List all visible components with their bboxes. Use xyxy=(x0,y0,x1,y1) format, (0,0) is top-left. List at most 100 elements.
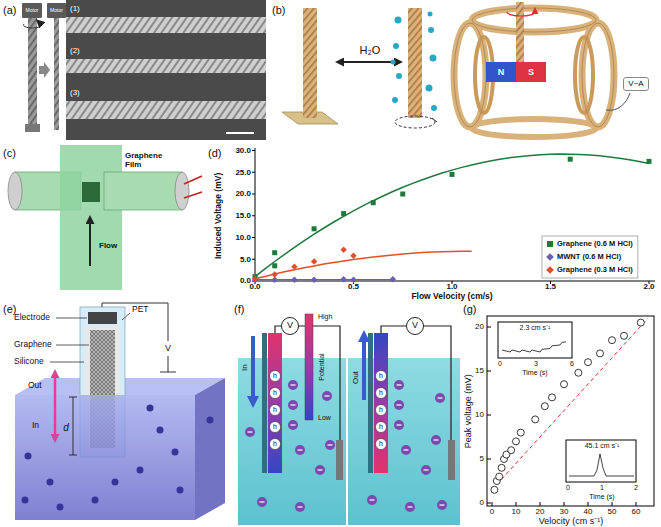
chart-data xyxy=(532,416,539,423)
circuit-wire xyxy=(381,326,407,333)
legend-swatch xyxy=(547,241,553,247)
chart-data xyxy=(502,342,566,352)
chart-data xyxy=(487,318,648,506)
ions xyxy=(25,453,32,460)
anion-symbol xyxy=(318,469,323,470)
chart-data xyxy=(340,276,346,282)
water-droplets xyxy=(392,97,398,103)
tick-label: 20 xyxy=(475,322,484,331)
hole-symbol: h xyxy=(273,372,277,380)
circuit-wire xyxy=(275,326,451,440)
chart-data xyxy=(585,359,592,366)
sem-micrograph xyxy=(226,132,254,134)
tick-label: 0.5 xyxy=(348,282,359,291)
anion-symbol xyxy=(424,469,429,470)
part-label: In xyxy=(239,365,248,372)
hole-circle xyxy=(376,422,387,433)
ions xyxy=(177,487,184,494)
chart-data xyxy=(612,502,613,506)
tick-label: 3 xyxy=(534,360,538,368)
circuit-wire xyxy=(160,356,176,372)
graphene-strip xyxy=(262,333,388,473)
tick-label: 15 xyxy=(475,366,484,375)
chart-data xyxy=(272,271,278,277)
meter-label: V xyxy=(412,321,418,331)
colorbar-label: High xyxy=(318,313,332,321)
axis-title: Induced Voltage (mV) xyxy=(214,173,224,259)
tick-label: 5 xyxy=(480,454,484,463)
legend-text: MWNT (0.6 M HCl) xyxy=(557,253,621,262)
circuit-wire xyxy=(102,303,168,341)
anion-symbol xyxy=(397,404,402,405)
dimension-line xyxy=(73,397,74,455)
chart-data xyxy=(561,381,568,388)
part-label: Flow xyxy=(99,241,117,250)
anion-symbol xyxy=(288,400,298,410)
generator-drawing xyxy=(516,2,524,62)
anion-symbol xyxy=(435,393,445,403)
flow-channel xyxy=(60,145,122,290)
axis-title: Flow Velocity (cm/s) xyxy=(411,292,492,302)
water-droplets xyxy=(431,105,437,111)
chart-data xyxy=(498,464,505,471)
anion-symbol xyxy=(288,380,298,390)
water-tank xyxy=(15,307,225,520)
part-label: Motor xyxy=(26,8,39,14)
motor-fiber-drawing xyxy=(28,18,37,126)
electrode-plate xyxy=(336,440,343,480)
anion-symbol xyxy=(394,420,404,430)
fiber-on-base xyxy=(408,8,422,118)
fiber-on-base xyxy=(303,8,317,118)
ions xyxy=(157,427,164,434)
chart-data xyxy=(350,276,356,282)
water-tank xyxy=(88,312,117,324)
tick-label: 25.0 xyxy=(235,168,251,177)
tick-label: 10.0 xyxy=(235,233,251,242)
anion-symbol xyxy=(295,445,305,455)
axis-title: Velocity (cm s⁻¹) xyxy=(539,516,604,526)
hole-symbol: h xyxy=(273,406,277,414)
water-droplets xyxy=(430,55,437,62)
tick-label: 60 xyxy=(632,507,641,516)
tick-label: 0.0 xyxy=(249,282,260,291)
hole-circle xyxy=(270,405,281,416)
water-tank xyxy=(195,378,225,520)
water-droplets xyxy=(426,85,433,92)
panel-letter: (b) xyxy=(272,4,285,17)
tick-label: 15.0 xyxy=(235,211,251,220)
hole-circle xyxy=(270,422,281,433)
chart-data xyxy=(291,263,297,269)
water-tank xyxy=(15,395,195,520)
sem-micrograph xyxy=(66,17,266,33)
anion-symbol xyxy=(298,506,303,507)
tick-label: 1.5 xyxy=(545,282,556,291)
generator-drawing xyxy=(472,8,596,32)
legend-swatch xyxy=(546,253,554,261)
ions xyxy=(137,467,144,474)
colorbar xyxy=(305,314,313,420)
anion-symbol xyxy=(322,391,332,401)
chart-data xyxy=(252,150,255,151)
anion-symbol xyxy=(245,427,255,437)
chart-data xyxy=(252,237,255,238)
chart-data xyxy=(597,350,604,357)
legend-text: Graphene (0.3 M HCl) xyxy=(557,266,633,275)
meter-label: V xyxy=(287,321,293,331)
flow-channel xyxy=(184,192,202,198)
anion-symbol xyxy=(325,440,335,450)
part-label: N xyxy=(498,67,505,77)
ions xyxy=(172,449,179,456)
hole-circle xyxy=(270,371,387,450)
chart-data xyxy=(255,251,472,279)
tick-label: 5.0 xyxy=(240,255,251,264)
generator-drawing xyxy=(472,8,596,32)
chart-data xyxy=(491,486,498,493)
ions xyxy=(47,479,54,486)
hole-symbol: h xyxy=(273,389,277,397)
motor-fiber-drawing xyxy=(25,124,40,132)
hole-circle xyxy=(376,388,387,399)
chart-data xyxy=(517,429,524,436)
axis-title: Time (s) xyxy=(522,369,547,377)
tick-label: 2.0 xyxy=(643,282,654,291)
part-label: (3) xyxy=(70,88,80,97)
